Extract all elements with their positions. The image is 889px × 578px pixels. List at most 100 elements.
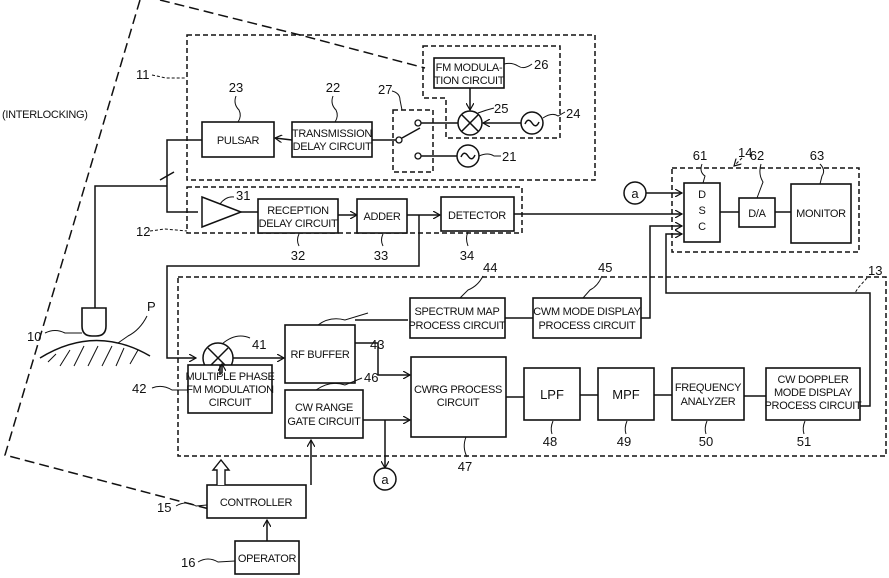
cwm-to-dsc-arrow — [641, 226, 682, 318]
reception-delay-label-2: DELAY CIRCUIT — [259, 218, 338, 230]
dsc-label-c: C — [698, 221, 706, 233]
switch-common-terminal — [396, 137, 402, 143]
transmission-delay-label-1: TRANSMISSION — [292, 128, 372, 140]
patient-ref: P — [147, 299, 156, 314]
controller-label: CONTROLLER — [220, 497, 293, 509]
cw-doppler-display-label-2: MODE DISPLAY — [774, 387, 853, 399]
transmission-delay-label-2: DELAY CIRCUIT — [293, 141, 372, 153]
switch-terminal-lower — [415, 153, 421, 159]
monitor-ref: 63 — [810, 148, 824, 163]
mixer-41-leader — [222, 336, 250, 344]
cwrg-process-label-2: CIRCUIT — [437, 397, 480, 409]
connector-a-bottom-label: a — [381, 472, 389, 487]
adder-leader — [382, 234, 384, 246]
adder-ref: 33 — [374, 248, 388, 263]
mixer-25-ref: 25 — [494, 101, 508, 116]
lpf-ref: 48 — [543, 434, 557, 449]
da-leader — [757, 164, 763, 198]
group-11-leader — [152, 75, 186, 78]
lpf-leader — [551, 421, 553, 434]
probe-cable — [95, 186, 167, 308]
multi-phase-fm-ref: 42 — [132, 381, 146, 396]
reception-delay-ref: 32 — [291, 248, 305, 263]
dsc-leader — [701, 164, 705, 183]
cwm-display-ref: 45 — [598, 260, 612, 275]
operator-leader — [198, 559, 235, 562]
operator-ref: 16 — [181, 555, 195, 570]
switch-blade — [402, 128, 420, 138]
oscillator-24-leader — [543, 112, 565, 118]
cwm-display-label-1: CWM MODE DISPLAY — [533, 306, 641, 318]
frequency-analyzer-block — [672, 368, 744, 420]
probe-ref: 10 — [27, 329, 41, 344]
transmission-delay-leader — [332, 96, 337, 122]
cwrg-process-leader — [464, 437, 467, 457]
dsc-ref: 61 — [693, 148, 707, 163]
transmission-delay-ref: 22 — [326, 80, 340, 95]
reception-delay-label-1: RECEPTION — [267, 205, 329, 217]
frequency-analyzer-leader — [705, 421, 707, 434]
dsc-label-s: S — [698, 205, 705, 217]
cwm-display-block — [533, 298, 641, 338]
cwm-display-label-2: PROCESS CIRCUIT — [539, 320, 637, 332]
amplifier-ref: 31 — [236, 188, 250, 203]
cw-range-gate-block — [285, 390, 363, 438]
spectrum-map-ref: 44 — [483, 260, 497, 275]
spectrum-map-label-2: PROCESS CIRCUIT — [409, 320, 507, 332]
mpf-ref: 49 — [617, 434, 631, 449]
group-12-leader — [150, 229, 187, 231]
pulsar-label: PULSAR — [217, 135, 260, 147]
multi-phase-fm-leader — [152, 386, 188, 390]
spectrum-map-leader — [460, 276, 483, 298]
frequency-analyzer-ref: 50 — [699, 434, 713, 449]
monitor-leader — [820, 164, 824, 184]
group-11-ref: 11 — [136, 67, 150, 82]
oscillator-21-ref: 21 — [502, 149, 516, 164]
cw-range-gate-label-2: GATE CIRCUIT — [287, 416, 361, 428]
cw-doppler-display-leader — [803, 421, 805, 434]
fm-modulation-label-2: TION CIRCUIT — [434, 75, 505, 87]
switch-ref: 27 — [378, 82, 392, 97]
cw-range-gate-ref: 46 — [364, 370, 378, 385]
switch-terminal-upper — [415, 120, 421, 126]
patient-leader — [118, 316, 147, 343]
pulsar-probe-wire — [167, 140, 202, 212]
probe-icon — [82, 308, 106, 336]
spectrum-map-block — [410, 298, 505, 338]
cw-doppler-display-label-3: PROCESS CIRCUIT — [765, 400, 863, 412]
patient-surface — [40, 340, 150, 358]
group-13-ref: 13 — [868, 263, 882, 278]
dsc-label-d: D — [698, 189, 706, 201]
pulsar-leader — [235, 96, 240, 122]
mpf-label: MPF — [612, 387, 640, 402]
mixer-41-ref: 41 — [252, 337, 266, 352]
probe-leader — [45, 331, 82, 334]
switch-leader — [392, 91, 402, 110]
pulsar-ref: 23 — [229, 80, 243, 95]
amplifier-leader — [220, 197, 234, 204]
oscillator-24-ref: 24 — [566, 106, 580, 121]
da-label: D/A — [748, 208, 766, 220]
controller-bus-arrow-icon — [213, 460, 229, 485]
delay-to-pulsar-arrow — [275, 138, 292, 140]
rf-buffer-leader — [318, 313, 368, 325]
frequency-analyzer-label-1: FREQUENCY — [675, 382, 742, 394]
lpf-label: LPF — [540, 387, 564, 402]
multi-phase-fm-label-3: CIRCUIT — [209, 397, 252, 409]
controller-ref: 15 — [157, 500, 171, 515]
fm-modulation-ref: 26 — [534, 57, 548, 72]
reception-delay-leader — [298, 234, 300, 246]
frequency-analyzer-label-2: ANALYZER — [681, 396, 736, 408]
monitor-label: MONITOR — [796, 208, 846, 220]
mpf-leader — [625, 421, 627, 434]
interlocking-label: (INTERLOCKING) — [2, 109, 88, 121]
operator-label: OPERATOR — [238, 553, 297, 565]
group-13-leader — [855, 278, 867, 293]
cw-doppler-display-ref: 51 — [797, 434, 811, 449]
group-12-ref: 12 — [136, 224, 150, 239]
cwrg-process-ref: 47 — [458, 459, 472, 474]
detector-ref: 34 — [460, 248, 474, 263]
cw-range-gate-label-1: CW RANGE — [295, 402, 353, 414]
da-ref: 62 — [750, 148, 764, 163]
